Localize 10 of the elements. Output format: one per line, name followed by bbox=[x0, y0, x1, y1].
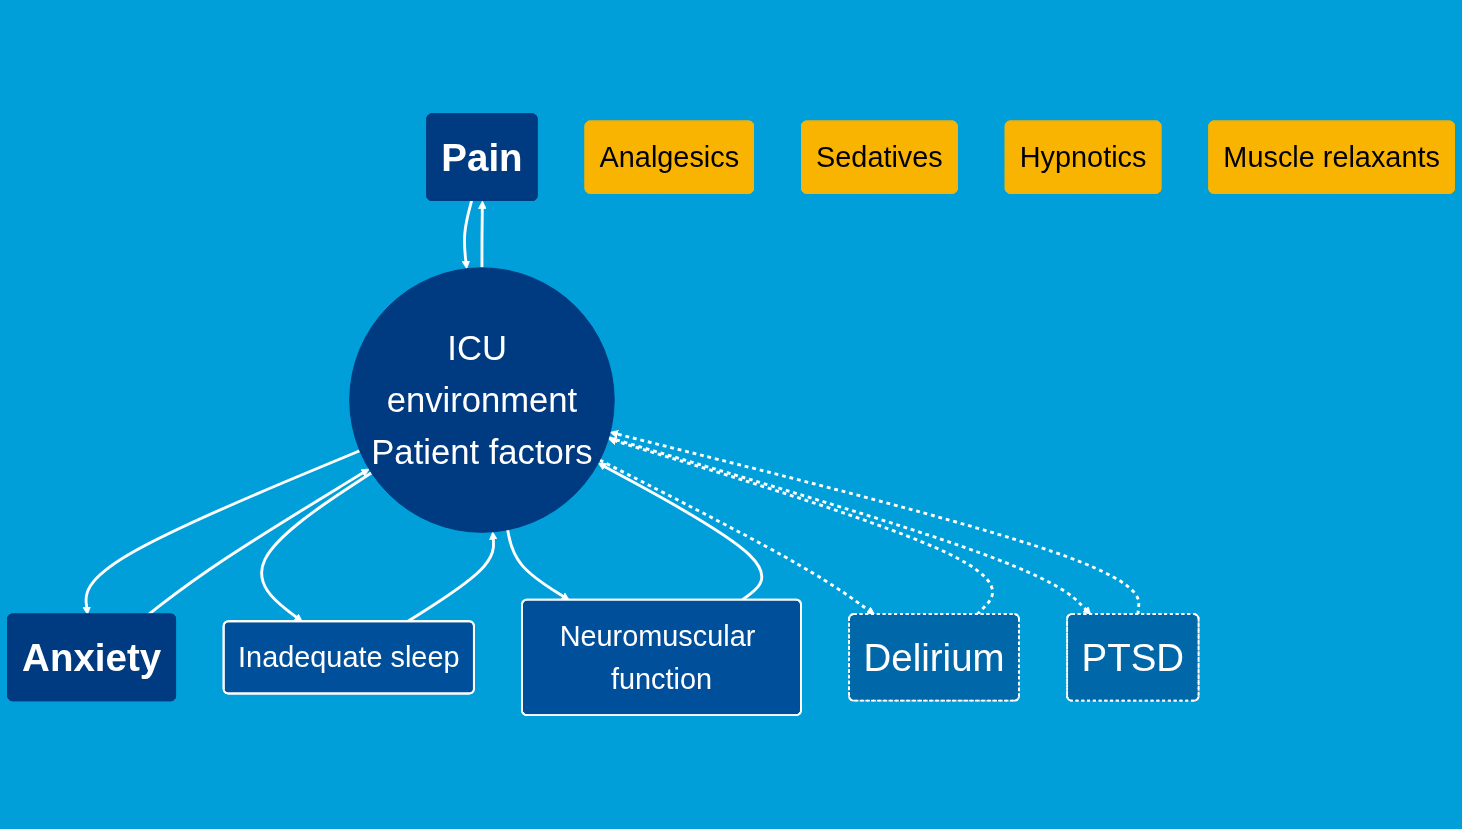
arrow bbox=[599, 458, 875, 615]
arrow bbox=[506, 529, 570, 601]
arrow bbox=[82, 449, 361, 615]
arrow bbox=[478, 200, 487, 268]
arrow bbox=[260, 471, 373, 623]
arrow bbox=[406, 531, 498, 623]
arrow bbox=[461, 200, 473, 270]
arrow bbox=[608, 437, 994, 616]
arrow bbox=[147, 468, 370, 616]
node-circle: ICU environment Patient factors bbox=[349, 267, 615, 533]
